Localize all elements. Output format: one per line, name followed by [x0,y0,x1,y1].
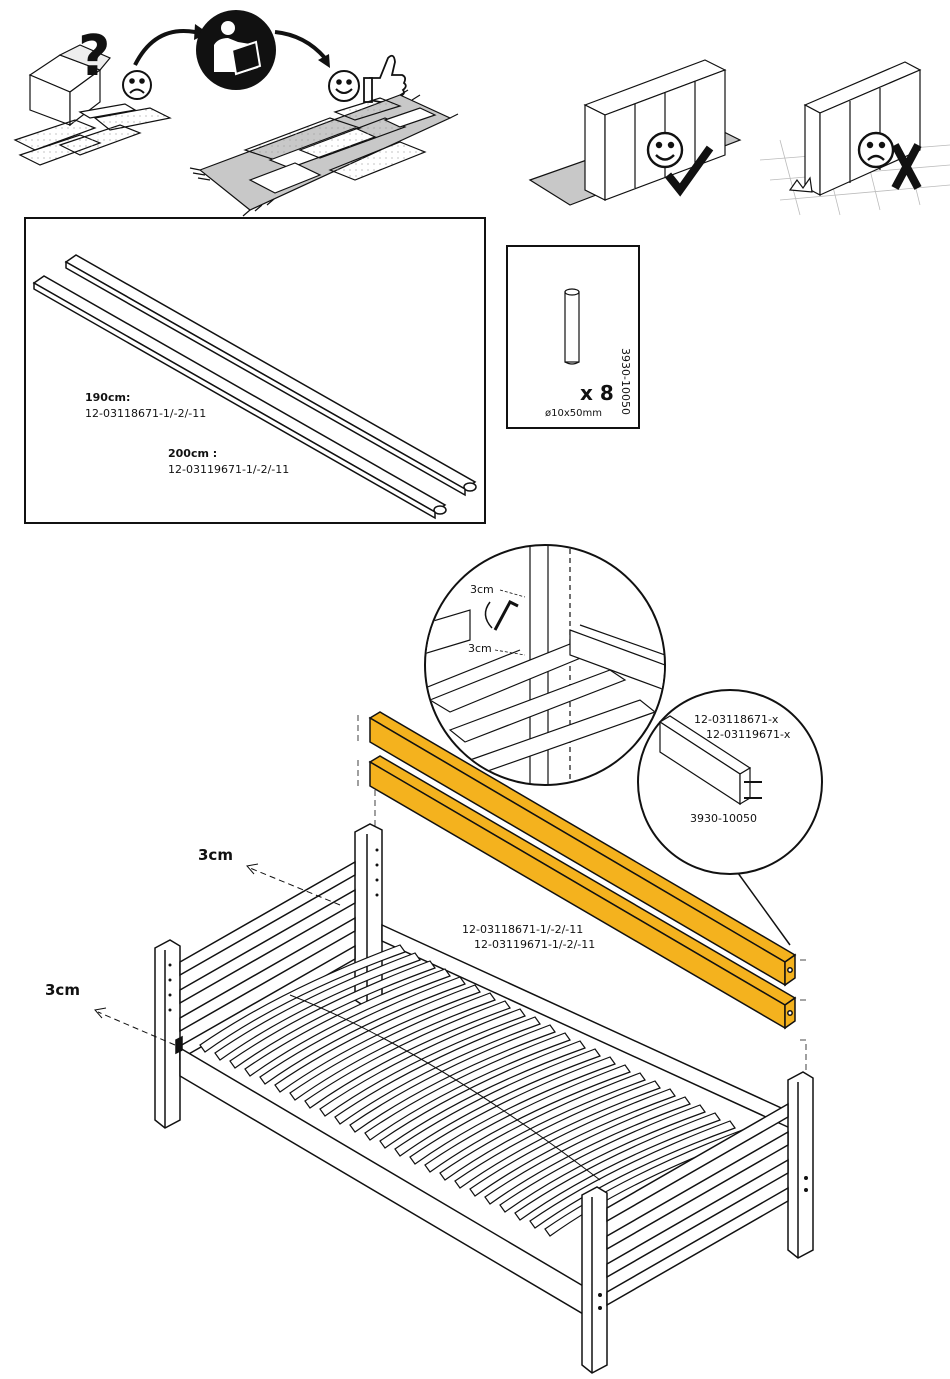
part-200-label: 12-03119671-1/-2/-11 [168,463,289,476]
dowel-part-number: 3930-10050 [619,348,632,415]
question-mark-icon: ? [78,24,110,89]
part-190-label: 12-03118671-1/-2/-11 [85,407,206,420]
dowel-icon [565,289,579,364]
sad-face-icon [123,71,151,99]
offset-head-label: 3cm [198,846,233,864]
dowel-quantity: x 8 [580,381,614,405]
offset-foot-label: 3cm [45,981,80,999]
dowel-size: ø10x50mm [545,408,602,419]
zoom-offset-bottom-label: 3cm [468,642,492,655]
zoom-offset-top-label: 3cm [470,583,494,596]
zoom-part-a-label: 12-03118671-x [694,713,779,726]
bookshelf-on-floor-wrong-illustration [760,62,950,215]
bed-frame-illustration [155,824,813,1373]
length-190-label: 190cm: [85,391,130,404]
length-200-label: 200cm : [168,447,217,460]
happy-face-icon [329,71,359,101]
zoom-dowel-part-label: 3930-10050 [690,812,757,825]
read-manual-icon [196,10,276,90]
rail-part-b-label: 12-03119671-1/-2/-11 [474,938,595,951]
detail-zoom-circle-top: 3cm 3cm [420,540,665,790]
rail-part-a-label: 12-03118671-1/-2/-11 [462,923,583,936]
svg-text:?: ? [78,24,110,89]
side-rail-parts-illustration [34,255,476,518]
rug-with-parts-illustration [190,90,458,216]
bookshelf-on-rug-correct-illustration [530,60,740,205]
arrow-to-assembly-icon [275,32,330,68]
zoom-part-b-label: 12-03119671-x [706,728,791,741]
